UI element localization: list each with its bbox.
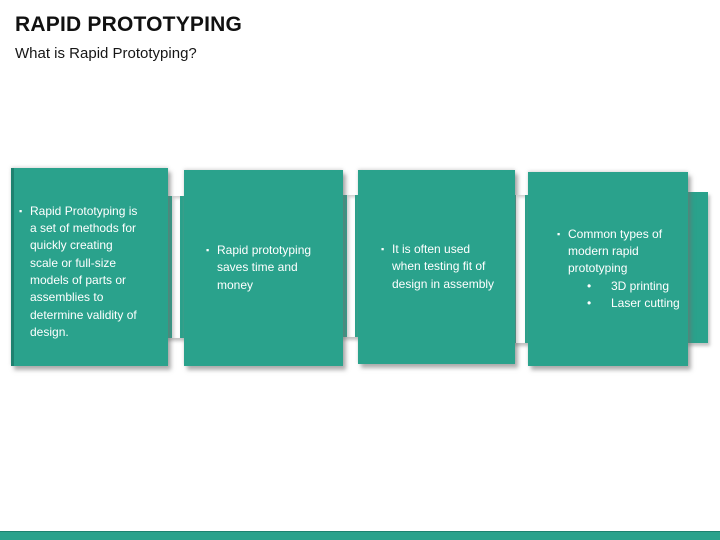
step-box-2-text: Rapid prototyping saves time and money — [217, 243, 312, 292]
end-tab-right — [684, 192, 708, 343]
step-box-2: ▪ Rapid prototyping saves time and money — [184, 170, 343, 366]
square-bullet-icon: ▪ — [19, 205, 23, 216]
step-box-3-text: It is often used when testing fit of des… — [392, 242, 495, 291]
footer-bar — [0, 531, 720, 540]
page-subtitle: What is Rapid Prototyping? — [15, 45, 197, 62]
sub-item-label: 3D printing — [611, 278, 670, 293]
step-box-1: ▪ Rapid Prototyping is a set of methods … — [11, 168, 168, 366]
dot-bullet-icon: • — [587, 295, 592, 310]
step-box-4-content: ▪ Common types of modern rapid prototypi… — [557, 226, 680, 312]
sub-list-item: • Laser cutting — [587, 295, 680, 312]
step-box-4-sublist: • 3D printing • Laser cutting — [568, 278, 680, 313]
step-box-3-content: ▪ It is often used when testing fit of d… — [381, 241, 494, 293]
connector-slit-2 — [347, 195, 355, 337]
dot-bullet-icon: • — [587, 278, 592, 293]
square-bullet-icon: ▪ — [381, 244, 385, 255]
square-bullet-icon: ▪ — [557, 228, 561, 239]
square-bullet-icon: ▪ — [206, 245, 210, 256]
step-box-3: ▪ It is often used when testing fit of d… — [358, 170, 515, 364]
step-box-1-content: ▪ Rapid Prototyping is a set of methods … — [19, 203, 137, 341]
step-box-4: ▪ Common types of modern rapid prototypi… — [528, 172, 688, 366]
step-box-1-text: Rapid Prototyping is a set of methods fo… — [30, 203, 138, 339]
step-box-4-text: Common types of modern rapid prototyping — [568, 226, 663, 276]
connector-slit-1 — [172, 196, 180, 338]
sub-item-label: Laser cutting — [611, 295, 680, 310]
page-title: RAPID PROTOTYPING — [15, 13, 243, 36]
sub-list-item: • 3D printing — [587, 278, 680, 295]
step-box-2-content: ▪ Rapid prototyping saves time and money — [206, 242, 311, 294]
connector-slit-3 — [516, 195, 525, 343]
